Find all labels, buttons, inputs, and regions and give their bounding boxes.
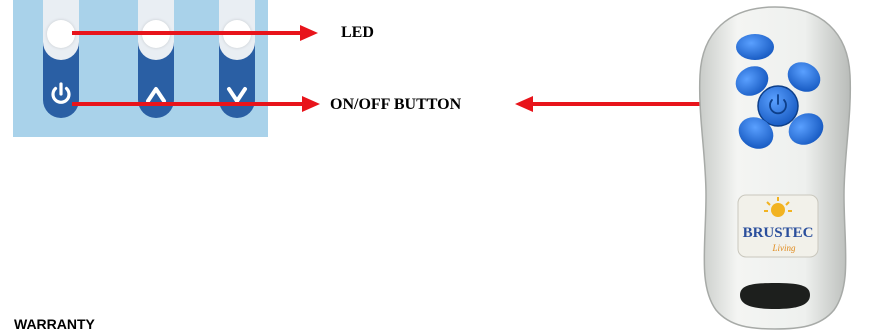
- remote-upper-right-button: [787, 62, 821, 92]
- brand-badge: [737, 194, 819, 258]
- panel-column-power: [43, 0, 79, 118]
- remote-upper-left-button: [735, 66, 769, 96]
- on-off-arrow-left: [72, 96, 320, 112]
- power-icon[interactable]: [43, 76, 79, 112]
- brand-name: BRUSTEC: [743, 225, 814, 241]
- chevron-up-icon[interactable]: [138, 76, 174, 112]
- remote-lower-left-button: [738, 117, 774, 149]
- remote-top-button: [736, 34, 774, 60]
- control-panel: [13, 0, 268, 137]
- chevron-down-icon[interactable]: [219, 76, 255, 112]
- warranty-heading: WARRANTY: [14, 316, 95, 332]
- led-indicator: [47, 20, 75, 48]
- remote-control: BRUSTEC Living: [698, 6, 852, 330]
- brand-script: Living: [771, 243, 796, 253]
- led-label: LED: [341, 24, 374, 41]
- sun-icon: [764, 197, 792, 217]
- led-arrow: [72, 25, 318, 41]
- lanyard-slot: [740, 283, 810, 309]
- remote-body: [698, 6, 852, 330]
- panel-column-up: [138, 0, 174, 118]
- remote-lower-right-button: [788, 113, 824, 145]
- remote-power-button: [757, 85, 799, 127]
- on-off-label: ON/OFF BUTTON: [330, 96, 462, 113]
